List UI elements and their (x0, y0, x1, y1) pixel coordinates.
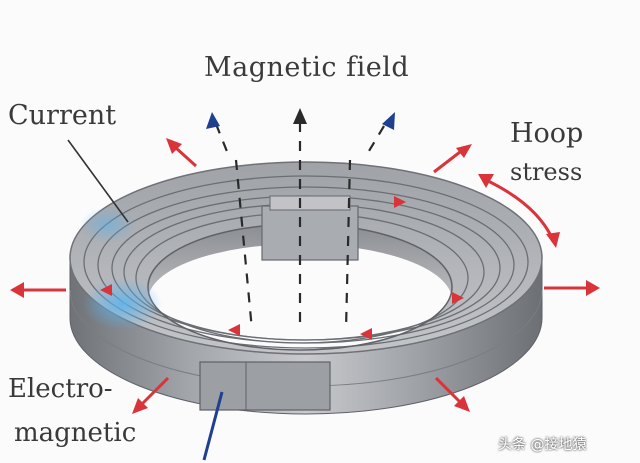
blue-field-line-bottom (202, 391, 224, 461)
magnetic-field-lines (214, 122, 385, 331)
electro-label: Electro- (8, 374, 113, 404)
current-glow-upper (80, 207, 136, 243)
watermark: 头条 @接地猿 (498, 437, 587, 453)
red-arrow-icon (10, 138, 600, 414)
current-markers (100, 196, 464, 340)
stress-label: stress (510, 158, 583, 186)
blue-arrow-icon (206, 108, 395, 130)
terminal-block-bottom (199, 361, 331, 411)
current-pointer-line (67, 139, 129, 223)
current-label: Current (8, 100, 117, 131)
magnetic-field-label: Magnetic field (204, 52, 410, 83)
magnetic-label: magnetic (14, 418, 137, 448)
hoop-label: Hoop (510, 118, 584, 149)
terminal-block-top (261, 195, 359, 261)
current-glow (82, 278, 162, 330)
